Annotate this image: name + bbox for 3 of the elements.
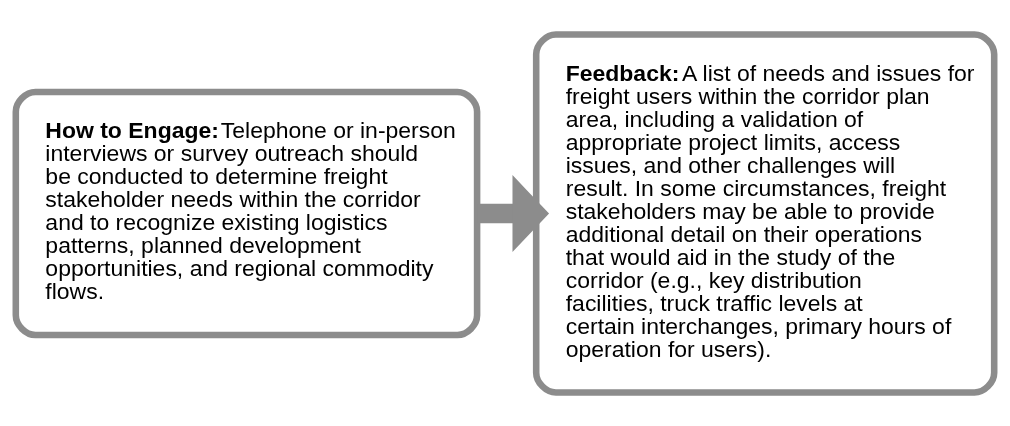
- arrow: [477, 174, 550, 252]
- node-box: Feedback:A list of needs and issues for freight users within the corridor plan area, including a validation of appropriate project limits, access issues, and other challenges will result. In some circumstances, freight stakeholders may be able to provide additional detail on their operations that would aid in the study of the corridor (e.g., key distribution facilities, truck traffic levels at certain interchanges, primary hours of operation for users).: [532, 30, 998, 396]
- node-box: How to Engage:Telephone or in-person interviews or survey outreach should be conducted to determine freight stakeholder needs within the corridor and to recognize existing logistics patterns, planned development opportunities, and regional commodity flows.: [12, 88, 481, 338]
